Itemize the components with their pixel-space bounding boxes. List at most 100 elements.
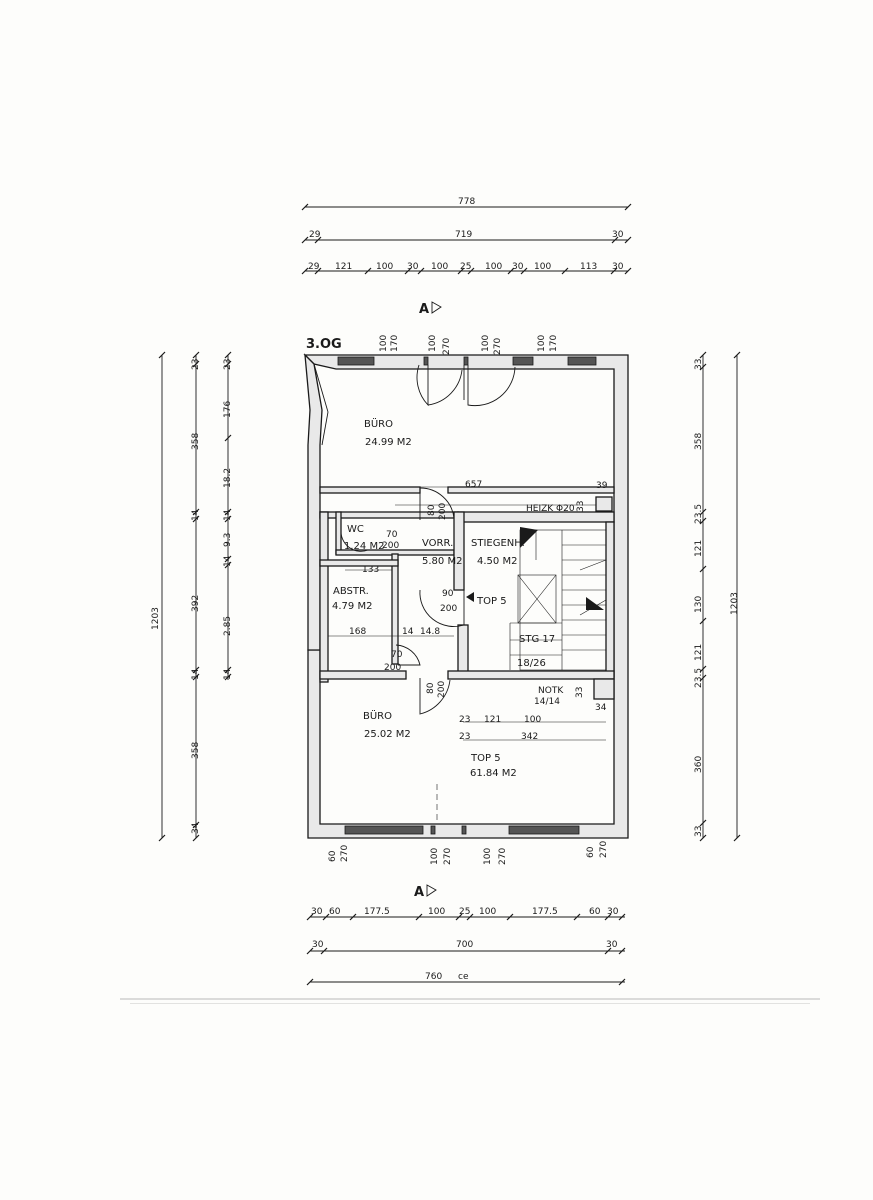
- svg-text:700: 700: [456, 940, 473, 950]
- svg-text:100: 100: [524, 715, 541, 725]
- svg-text:90: 90: [442, 589, 454, 599]
- heizk-dim: 33: [576, 501, 586, 512]
- room-name: TOP 5: [470, 753, 501, 764]
- svg-text:30: 30: [607, 907, 619, 917]
- dim-top-r3-4: 100: [431, 262, 448, 272]
- right-dimensions: 33 358 23.5 121 130 121 23.5 360 33 1203: [694, 351, 741, 842]
- svg-text:342: 342: [521, 732, 538, 742]
- left-dimensions: 1203 23 358 14 392 14 358 34 23 176 18.2…: [151, 351, 233, 842]
- top-double-door: [416, 364, 516, 407]
- svg-text:270: 270: [599, 841, 609, 858]
- dim-top-r2-1: 719: [455, 230, 472, 240]
- svg-text:14: 14: [191, 668, 201, 680]
- svg-text:39: 39: [596, 481, 608, 491]
- room-name: STIEGENH.: [471, 538, 525, 549]
- dim-top-r3-9: 113: [580, 262, 597, 272]
- svg-text:100: 100: [428, 335, 438, 352]
- svg-text:270: 270: [442, 338, 452, 355]
- room-name: WC: [347, 524, 364, 535]
- section-mark-bottom: A: [414, 884, 437, 900]
- svg-text:14: 14: [402, 627, 414, 637]
- svg-text:30: 30: [312, 940, 324, 950]
- svg-text:60: 60: [329, 907, 341, 917]
- svg-text:80: 80: [427, 504, 437, 516]
- svg-text:60: 60: [586, 846, 596, 858]
- room-area: 4.79 M2: [332, 601, 372, 612]
- dim-right-overall: 1203: [730, 592, 740, 615]
- svg-text:23: 23: [459, 732, 470, 742]
- svg-text:70: 70: [386, 530, 398, 540]
- svg-text:14: 14: [223, 555, 233, 567]
- svg-text:177.5: 177.5: [532, 907, 558, 917]
- dim-top-r2-2: 30: [612, 230, 624, 240]
- dim-top-r3-5: 25: [460, 262, 471, 272]
- svg-text:2.85: 2.85: [223, 616, 233, 636]
- svg-text:100: 100: [479, 907, 496, 917]
- room-area: 61.84 M2: [470, 768, 517, 779]
- room-buero-top: BÜRO 24.99 M2: [364, 417, 412, 448]
- room-area: 4.50 M2: [477, 556, 517, 567]
- svg-text:200: 200: [440, 604, 457, 614]
- svg-text:100: 100: [481, 335, 491, 352]
- svg-text:80: 80: [426, 682, 436, 694]
- room-area: 25.02 M2: [364, 729, 411, 740]
- svg-text:23.5: 23.5: [694, 668, 704, 688]
- svg-text:100: 100: [430, 848, 440, 865]
- windows-top: [337, 356, 597, 366]
- dim-top-r3-3: 30: [407, 262, 419, 272]
- misc-labels: HEIZK Φ20 33 NOTK 14/14 STG 17 18/26 TOP…: [349, 480, 608, 742]
- dim-top-r2-0: 29: [309, 230, 321, 240]
- svg-text:657: 657: [465, 480, 482, 490]
- svg-text:270: 270: [498, 848, 508, 865]
- svg-text:30: 30: [606, 940, 618, 950]
- dim-top-overall: 778: [458, 197, 475, 207]
- svg-text:33: 33: [694, 826, 704, 837]
- dim-top-r3-7: 30: [512, 262, 524, 272]
- svg-text:270: 270: [493, 338, 503, 355]
- svg-text:23: 23: [191, 359, 201, 370]
- svg-text:33: 33: [575, 687, 585, 698]
- svg-text:130: 130: [694, 596, 704, 613]
- dim-top-r3-1: 121: [335, 262, 352, 272]
- room-area: 1.24 M2: [344, 541, 384, 552]
- svg-text:18.2: 18.2: [223, 468, 233, 488]
- scan-noise: [120, 998, 820, 1004]
- svg-text:200: 200: [438, 503, 448, 520]
- svg-text:60: 60: [328, 850, 338, 862]
- room-area: 5.80 M2: [422, 556, 462, 567]
- floor-label: 3.OG: [306, 337, 342, 352]
- svg-text:14: 14: [223, 509, 233, 521]
- top-dimensions: 778 29 719 30 29 121 100 30 100 25 100 3…: [301, 197, 632, 275]
- notk-label: NOTK: [538, 686, 564, 696]
- svg-text:358: 358: [694, 433, 704, 450]
- svg-text:121: 121: [484, 715, 501, 725]
- svg-text:170: 170: [390, 335, 400, 352]
- inner-doors: [340, 487, 465, 715]
- svg-text:100: 100: [537, 335, 547, 352]
- windows-bottom: [344, 825, 580, 835]
- dim-top-r3-8: 100: [534, 262, 551, 272]
- unit-arrow: [466, 592, 474, 602]
- section-mark-top: A: [419, 301, 442, 317]
- svg-text:358: 358: [191, 433, 201, 450]
- svg-text:100: 100: [483, 848, 493, 865]
- room-area: 24.99 M2: [365, 437, 412, 448]
- svg-text:70: 70: [391, 650, 403, 660]
- svg-text:176: 176: [223, 401, 233, 418]
- svg-text:170: 170: [549, 335, 559, 352]
- svg-text:270: 270: [443, 848, 453, 865]
- svg-text:200: 200: [384, 663, 401, 673]
- svg-text:60: 60: [589, 907, 601, 917]
- svg-text:33: 33: [694, 359, 704, 370]
- room-wc: WC 1.24 M2: [344, 524, 384, 552]
- room-buero-bottom: BÜRO 25.02 M2: [363, 709, 411, 740]
- inner-dimension-lines: [326, 486, 606, 741]
- svg-text:358: 358: [191, 742, 201, 759]
- room-name: VORR.: [422, 538, 453, 549]
- room-name: BÜRO: [364, 417, 393, 430]
- room-abstr: ABSTR. 4.79 M2: [332, 586, 372, 612]
- svg-text:121: 121: [694, 644, 704, 661]
- dim-left-overall: 1203: [151, 607, 161, 630]
- svg-text:133: 133: [362, 565, 379, 575]
